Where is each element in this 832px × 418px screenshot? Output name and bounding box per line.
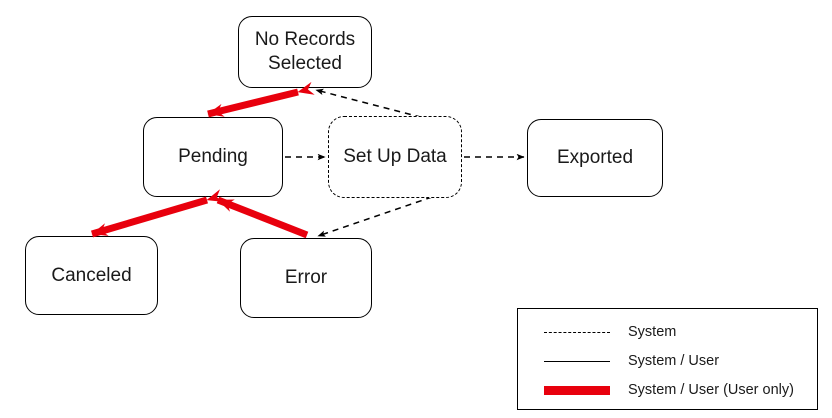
dashed-line-icon [544, 326, 610, 338]
node-label: Exported [556, 147, 634, 169]
node-label: Pending [178, 146, 248, 168]
legend-label: System / User [628, 353, 720, 369]
edge-no-records-to-pending [207, 81, 315, 118]
solid-line-icon [544, 355, 610, 367]
legend-item-system: System [518, 317, 817, 347]
legend-label: System [628, 324, 677, 340]
legend-item-system-user-user-only: System / User (User only) [518, 375, 817, 405]
node-canceled[interactable]: Canceled [25, 236, 158, 315]
node-no-records-selected[interactable]: No Records Selected [238, 16, 372, 88]
legend: System System / User System / User (User… [517, 308, 818, 410]
node-label: No Records Selected [254, 29, 356, 74]
node-error[interactable]: Error [240, 238, 372, 318]
node-exported[interactable]: Exported [527, 119, 663, 197]
edge-set-up-data-to-error [317, 196, 433, 237]
thick-red-line-icon [544, 384, 610, 396]
node-label: Error [284, 267, 328, 289]
legend-label: System / User (User only) [628, 382, 794, 398]
legend-item-system-user: System / User [518, 346, 817, 376]
edge-pending-to-canceled [91, 189, 224, 238]
node-label: Set Up Data [343, 146, 447, 168]
edge-set-up-data-to-no-records [315, 88, 433, 121]
node-label: Canceled [51, 264, 132, 286]
node-set-up-data[interactable]: Set Up Data [328, 116, 462, 198]
edge-error-to-pending [216, 196, 309, 239]
